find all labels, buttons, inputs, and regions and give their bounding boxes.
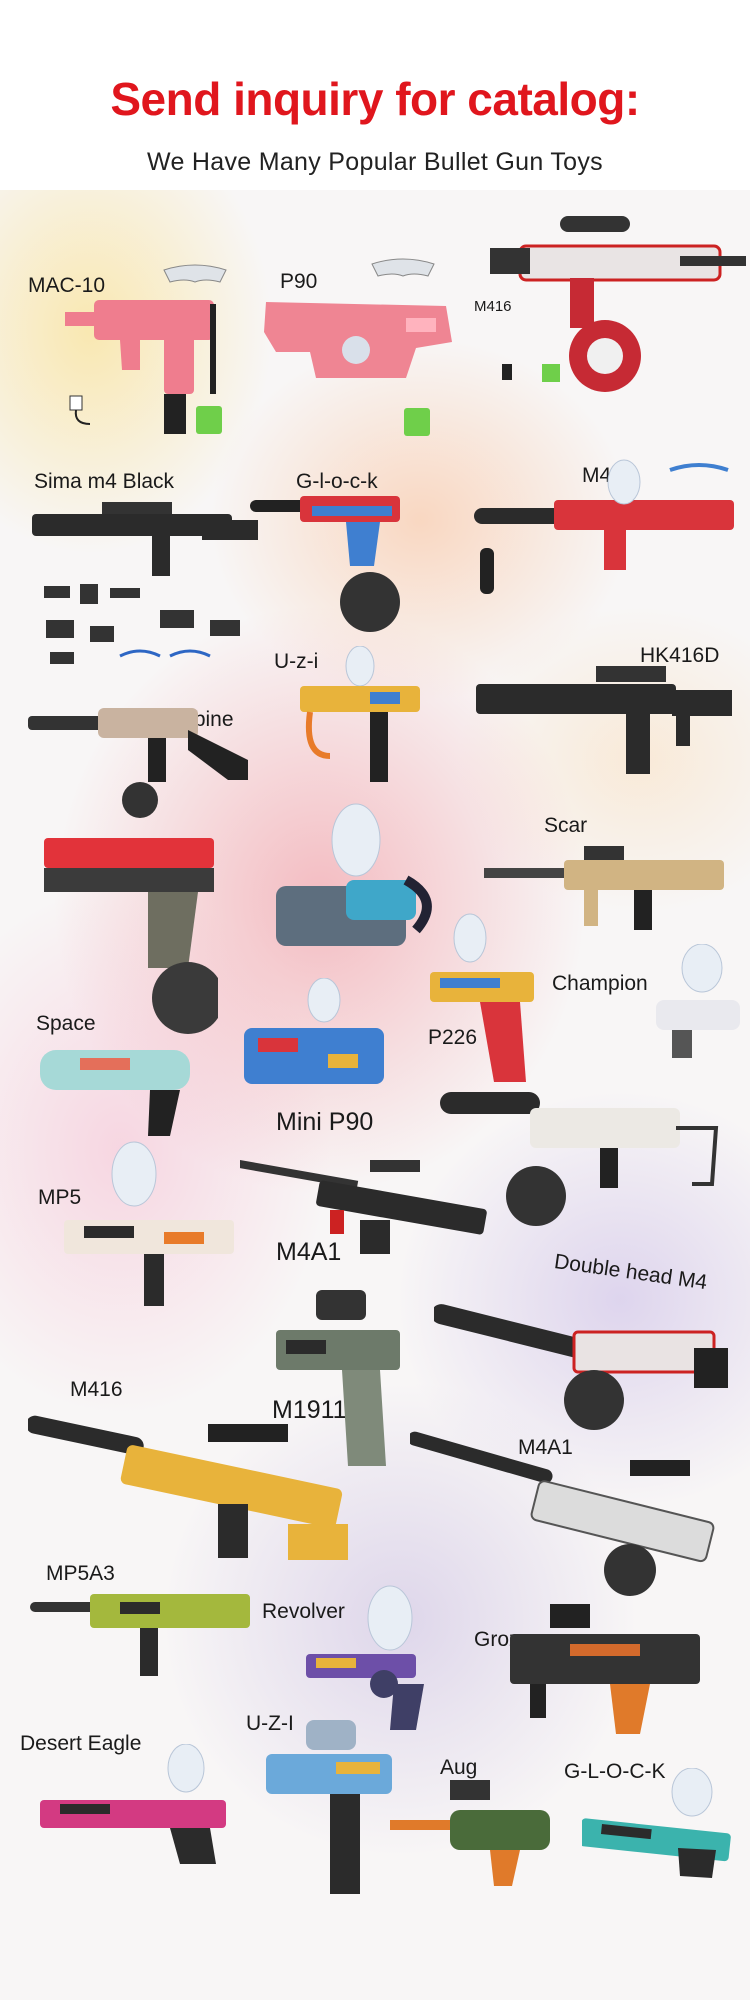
label-m1911: M1911 xyxy=(272,1396,347,1424)
accessory-parts-image xyxy=(40,580,250,670)
label-mp5a3: MP5A3 xyxy=(46,1562,115,1585)
label-m4a1-mid: M4A1 xyxy=(276,1238,342,1266)
goggles-accessory-image xyxy=(368,256,438,280)
scar-toy-image xyxy=(484,840,734,950)
label-m416-top: M416 xyxy=(474,298,512,315)
label-desert-eagle: Desert Eagle xyxy=(20,1732,142,1755)
label-p226: P226 xyxy=(428,1026,478,1049)
glock-graffiti-toy-image xyxy=(250,496,420,636)
mini-p90-graffiti-toy-image xyxy=(238,978,388,1098)
champion-toy-image xyxy=(652,944,742,1064)
space-toy-image xyxy=(40,1040,210,1140)
mac10-toy-image xyxy=(60,270,250,440)
label-sima-m4-black: Sima m4 Black xyxy=(34,470,175,493)
label-m4a1-bottom: M4A1 xyxy=(518,1436,573,1459)
label-m416-bottom: M416 xyxy=(70,1378,123,1401)
m1911-toy-image xyxy=(276,1290,406,1470)
label-glock-top: G-l-o-c-k xyxy=(296,470,378,493)
desert-eagle-graffiti-toy-image xyxy=(40,1744,230,1864)
page-headline: Send inquiry for catalog: xyxy=(110,73,640,125)
m4a1-toy-image xyxy=(240,1150,510,1270)
mp5a3-graffiti-toy-image xyxy=(30,1588,260,1688)
glock-teal-graffiti-toy-image xyxy=(582,1768,742,1878)
m4-graffiti-toy-image xyxy=(474,458,744,598)
header-banner: Send inquiry for catalog: We Have Many P… xyxy=(0,0,750,190)
glock-red-drum-toy-image xyxy=(38,838,218,1038)
double-head-m4-toy-image xyxy=(434,1282,734,1432)
carbine-toy-image xyxy=(28,700,258,820)
page-subheadline: We Have Many Popular Bullet Gun Toys xyxy=(147,148,603,176)
label-aug: Aug xyxy=(440,1756,478,1779)
m416-graffiti-toy-image xyxy=(490,206,750,396)
charger-accessory-icon xyxy=(60,390,100,430)
p226-graffiti-toy-image xyxy=(430,912,540,1092)
sima-m4-black-toy-image xyxy=(32,500,262,580)
label-glock-bottom: G-L-O-C-K xyxy=(564,1760,666,1783)
uzi-graffiti-toy-image xyxy=(290,646,430,786)
goggles-accessory-image xyxy=(160,262,230,286)
label-hk416d: HK416D xyxy=(640,644,720,667)
label-mini-p90: Mini P90 xyxy=(276,1108,374,1136)
label-space: Space xyxy=(36,1012,96,1035)
label-champion: Champion xyxy=(552,972,648,995)
gatling-toy-image xyxy=(266,800,446,970)
label-revolver: Revolver xyxy=(262,1600,345,1623)
label-m4-top: M4 xyxy=(582,464,612,487)
label-mac10: MAC-10 xyxy=(28,274,106,297)
gel-pack-icon xyxy=(404,408,430,436)
m4a1-graffiti-toy-image xyxy=(410,1420,740,1600)
groza-toy-image xyxy=(500,1604,700,1744)
m416-graffiti-yellow-toy-image xyxy=(28,1404,358,1584)
label-uzi-top: U-z-i xyxy=(274,650,319,673)
p90-toy-image xyxy=(256,292,456,392)
label-scar: Scar xyxy=(544,814,588,837)
label-uzi-bottom: U-Z-I xyxy=(246,1712,294,1735)
drum-smg-toy-image xyxy=(440,1088,720,1228)
gel-pack-icon xyxy=(196,406,222,434)
mp5-graffiti-toy-image xyxy=(64,1140,244,1320)
label-mp5: MP5 xyxy=(38,1186,82,1209)
revolver-graffiti-toy-image xyxy=(306,1584,436,1734)
hk416d-toy-image xyxy=(476,660,736,800)
uzi-blue-toy-image xyxy=(266,1720,396,1910)
charger-accessory-icon xyxy=(500,360,570,390)
label-p90: P90 xyxy=(280,270,318,293)
aug-toy-image xyxy=(390,1780,560,1890)
